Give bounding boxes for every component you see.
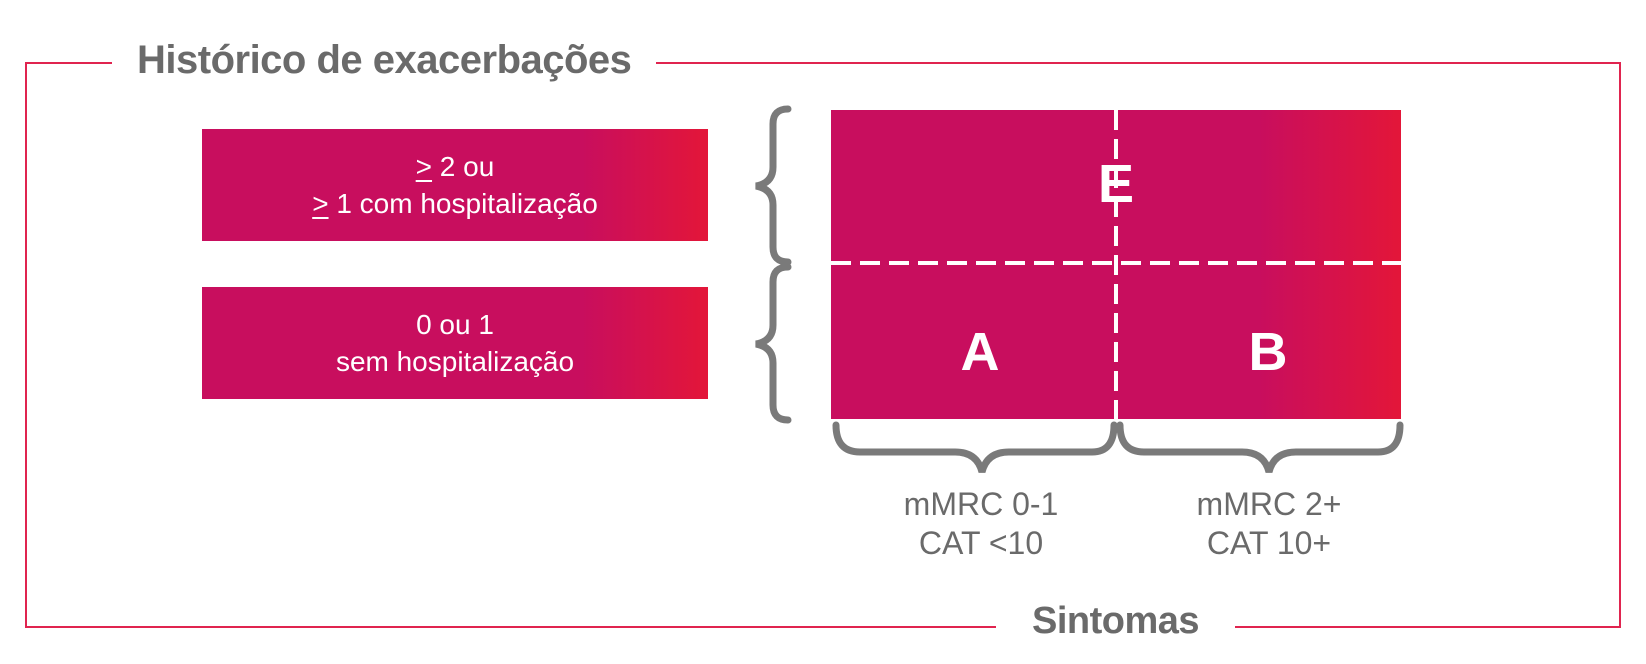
row-label-low-risk: 0 ou 1 sem hospitalização: [202, 287, 708, 399]
row-label-high-line2-text: 1 com hospitalização: [328, 188, 598, 219]
row-label-high-line1-text: 2 ou: [432, 151, 495, 182]
column-label-high-line1: mMRC 2+: [1196, 486, 1342, 522]
column-label-low-symptoms: mMRC 0-1 CAT <10: [876, 485, 1086, 563]
brace-top: [755, 105, 792, 266]
column-label-high-line2: CAT 10+: [1206, 525, 1332, 561]
diagram-frame: [25, 62, 1621, 628]
x-axis-title: Sintomas: [996, 596, 1236, 646]
ge-symbol: >: [415, 151, 433, 182]
row-label-high-risk: > 2 ou > 1 com hospitalização: [202, 129, 708, 241]
brace-left-column: [832, 421, 1118, 474]
column-label-high-symptoms: mMRC 2+ CAT 10+: [1164, 485, 1374, 563]
column-label-low-line1: mMRC 0-1: [903, 486, 1059, 522]
cell-a-label: A: [960, 322, 1000, 382]
brace-right-column: [1116, 421, 1404, 474]
row-label-high-line2: > 1 com hospitalização: [202, 185, 708, 222]
row-label-low-line2: sem hospitalização: [335, 346, 575, 377]
row-label-low-line1: 0 ou 1: [416, 309, 494, 340]
row-label-high-line1: > 2 ou: [202, 148, 708, 185]
brace-bottom: [755, 263, 792, 424]
ge-symbol: >: [312, 188, 329, 219]
column-label-low-line2: CAT <10: [918, 525, 1044, 561]
cell-b-label: B: [1248, 322, 1288, 382]
y-axis-title: Histórico de exacerbações: [112, 34, 657, 86]
cell-e-label: E: [1097, 154, 1135, 214]
